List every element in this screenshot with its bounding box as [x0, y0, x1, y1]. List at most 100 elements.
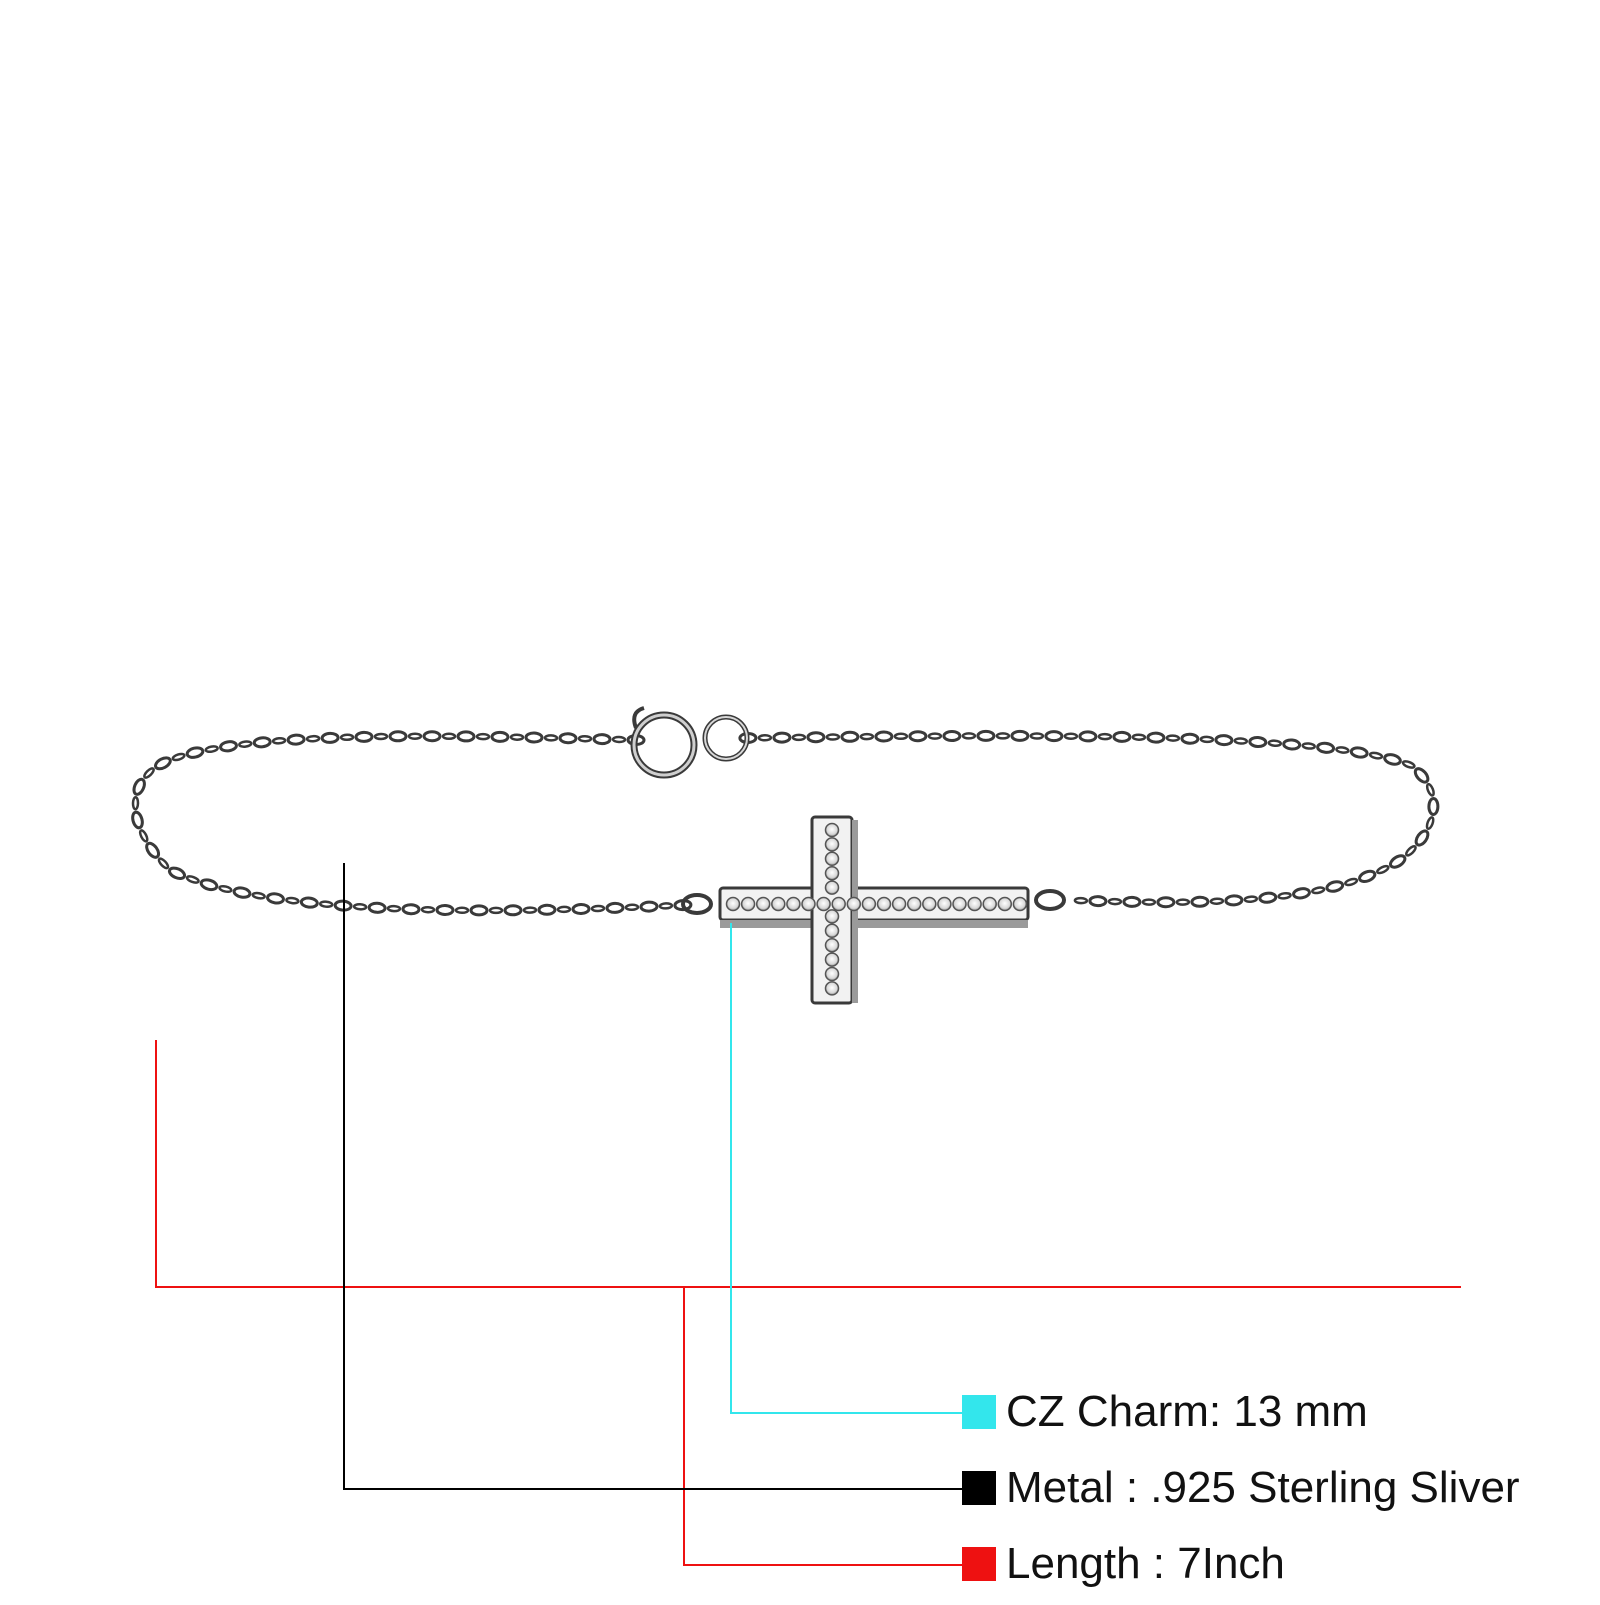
chain-link: [320, 731, 340, 744]
chain-link: [490, 730, 510, 743]
charm-connector-rings: [681, 889, 1066, 915]
chain-link: [908, 730, 928, 743]
callout-lines: [155, 863, 1461, 1566]
chain-link: [299, 896, 319, 909]
chain-link: [488, 906, 504, 915]
chain-link: [1073, 896, 1089, 905]
metal-swatch: [962, 1471, 996, 1505]
chain-link: [204, 745, 219, 754]
legend-row-length: Length : 7Inch: [962, 1539, 1285, 1588]
chain-link: [791, 733, 807, 742]
chain-link: [592, 733, 612, 746]
chain-link: [1078, 730, 1098, 743]
metal-label: Metal : .925 Sterling Sliver: [1006, 1463, 1520, 1512]
chain-link: [942, 729, 962, 743]
chain-link: [1209, 897, 1225, 905]
chain-link: [131, 810, 144, 830]
metal-callout-line: [343, 863, 962, 1490]
chain-link: [1112, 730, 1132, 743]
chain-link: [757, 734, 773, 742]
cz-stone: [952, 896, 967, 912]
chain-link: [874, 730, 894, 743]
chain-link: [435, 903, 455, 917]
chain-link: [441, 732, 457, 741]
chain-link: [1316, 741, 1336, 754]
chain-link: [407, 732, 423, 740]
cz-stone: [824, 822, 840, 838]
chain-link: [1141, 898, 1157, 906]
cz-stone: [906, 896, 922, 912]
chain-link: [1190, 895, 1210, 908]
chain-link: [1214, 734, 1234, 747]
chain-link: [1325, 880, 1345, 893]
cz-stone: [982, 896, 997, 912]
charm-swatch: [962, 1395, 996, 1429]
chain-link: [1349, 746, 1369, 759]
cz-stone: [824, 966, 840, 982]
chain-link: [1401, 760, 1416, 769]
chain-link: [1175, 898, 1191, 906]
cz-stone: [740, 896, 756, 912]
spring-ring-clasp: [630, 706, 750, 779]
chain-link: [1292, 887, 1311, 900]
chain-link: [185, 746, 205, 759]
chain-link: [639, 900, 659, 913]
chain-link: [1156, 896, 1176, 909]
cz-stone: [771, 896, 786, 912]
chain-link: [143, 767, 155, 779]
chain-link: [524, 731, 544, 744]
cz-stone: [725, 896, 741, 912]
cz-stone: [967, 896, 982, 912]
chain-link: [543, 734, 559, 742]
chain-link: [1389, 854, 1407, 869]
chain-link: [305, 734, 321, 743]
chain-link: [537, 903, 557, 916]
chain-link: [1107, 897, 1123, 906]
chain-link: [386, 904, 402, 913]
chain-link: [1358, 869, 1377, 884]
chain-link: [1258, 891, 1278, 904]
chain-link: [1383, 753, 1402, 766]
chain-link: [422, 730, 442, 743]
chain-link: [995, 732, 1011, 740]
chain-link: [218, 884, 233, 894]
chain-link: [132, 777, 146, 796]
cz-stones: [725, 822, 1028, 996]
chain-link: [271, 737, 287, 745]
length-swatch: [962, 1547, 996, 1581]
chain-link: [893, 732, 909, 741]
chain-link: [1180, 732, 1200, 745]
chain-link: [456, 730, 476, 743]
cz-stone: [831, 896, 846, 912]
cz-stone: [755, 896, 771, 912]
chain-link: [469, 904, 489, 917]
chain-link: [1344, 877, 1359, 887]
chain-link: [251, 891, 266, 900]
chain-link: [1248, 735, 1268, 749]
chain-link: [1063, 732, 1079, 740]
chain-link: [1414, 829, 1430, 847]
chain-link: [238, 740, 253, 748]
cz-stone: [876, 896, 892, 912]
cz-stone: [824, 909, 840, 924]
chain-link: [1425, 782, 1435, 797]
chain-link: [509, 733, 525, 741]
chain-link: [138, 829, 149, 843]
charm-callout-line: [730, 923, 962, 1414]
chain-link: [373, 732, 389, 741]
chain-link: [522, 906, 538, 914]
length-label: Length : 7Inch: [1006, 1539, 1285, 1588]
chain-link: [859, 732, 875, 741]
chain-link: [1376, 864, 1390, 875]
chain-link: [1010, 729, 1030, 742]
chain-link: [266, 892, 285, 905]
cz-stone: [937, 896, 952, 912]
cz-stone: [861, 896, 877, 912]
chain-link: [1311, 886, 1326, 895]
cz-stone: [824, 851, 840, 867]
cz-stone: [816, 896, 831, 912]
chain-link: [1131, 733, 1147, 741]
chain-link: [199, 878, 219, 892]
cz-stone: [891, 896, 907, 912]
